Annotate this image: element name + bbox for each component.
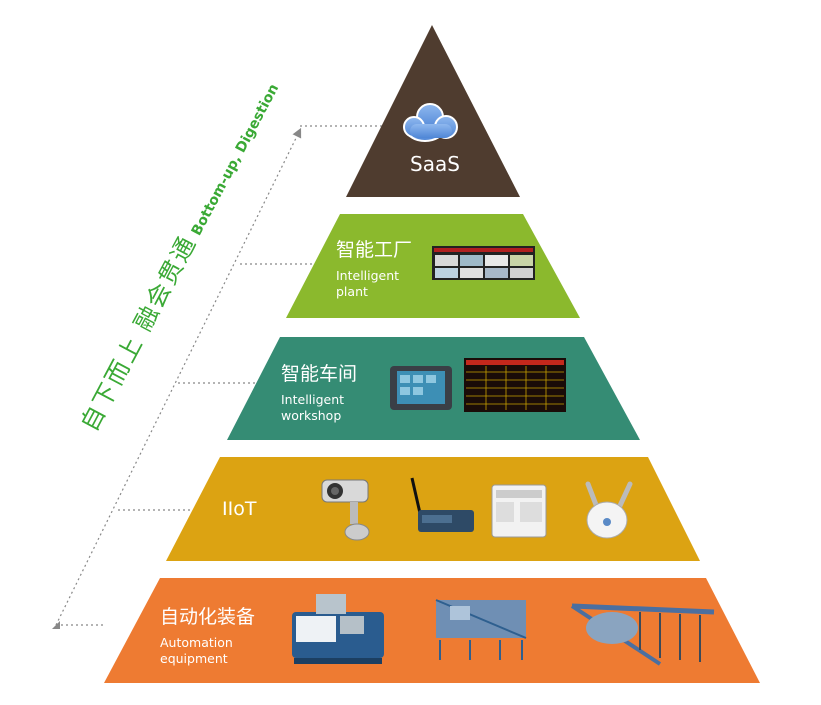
robotic-gantry-icon (570, 603, 715, 666)
workshop-title-en: Intelligent workshop (281, 392, 345, 424)
plant-title-en: Intelligent plant (336, 268, 400, 300)
tablet-terminal-icon (390, 366, 452, 410)
layer-automation (104, 578, 760, 683)
plc-module-icon (491, 484, 547, 538)
production-line-icon (435, 599, 527, 660)
cloud-icon (403, 103, 458, 142)
iiot-title: IIoT (222, 498, 257, 520)
connector-lines (55, 125, 382, 626)
access-point-icon (585, 481, 633, 539)
workshop-title-cn: 智能车间 (281, 363, 358, 385)
plant-title-cn: 智能工厂 (336, 239, 413, 261)
cnc-machine-icon (292, 594, 384, 664)
led-board-icon (464, 358, 566, 412)
layer-iiot (166, 457, 700, 561)
automation-title-en: Automation equipment (160, 635, 233, 667)
security-camera-icon (321, 479, 370, 541)
arrow-start-head (52, 621, 60, 629)
video-wall-icon (432, 246, 535, 280)
saas-title: SaaS (410, 152, 460, 176)
automation-title-cn: 自动化装备 (160, 606, 256, 628)
wireless-router-icon (410, 477, 474, 532)
